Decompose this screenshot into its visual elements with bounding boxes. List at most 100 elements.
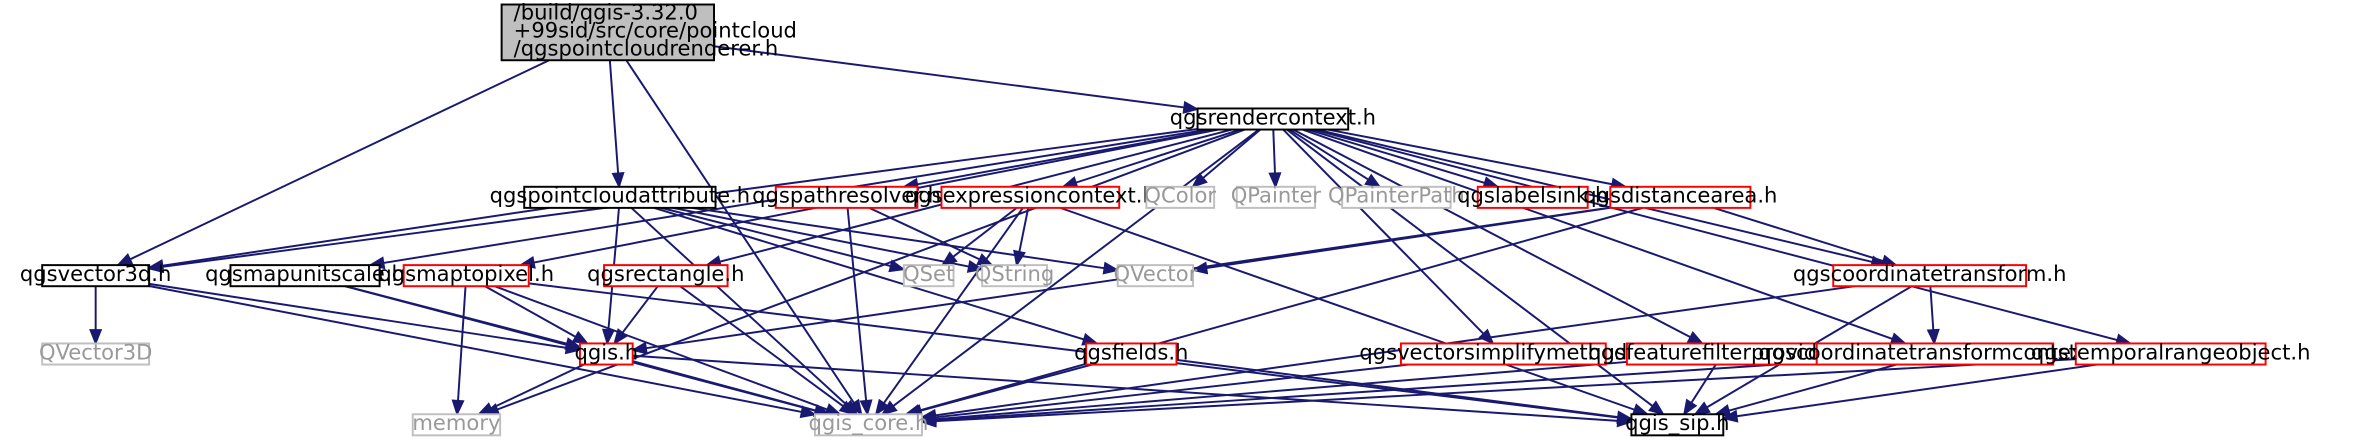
edge-line — [661, 206, 891, 267]
node-fields[interactable]: qgsfields.h — [1074, 339, 1188, 366]
edge-temporal-to-qgiscore — [919, 358, 2076, 428]
edge-line — [162, 206, 550, 267]
edge-rendercontext-to-vecsimplify — [1282, 128, 1495, 345]
node-mapunitscale[interactable]: qgsmapunitscale.h — [205, 261, 405, 288]
edge-line — [625, 59, 855, 404]
node-box — [1085, 342, 1178, 366]
edge-exprcontext-to-qgiscore — [874, 207, 1024, 416]
node-labelsink[interactable]: qgslabelsink.h — [1457, 183, 1608, 209]
edge-line — [935, 285, 1855, 417]
arrowhead — [613, 328, 629, 346]
node-qvector[interactable]: QVector — [1114, 261, 1198, 288]
node-label: +99sid/src/core/pointcloud — [514, 18, 797, 43]
node-box — [500, 3, 715, 62]
edge-line — [1176, 358, 1619, 419]
node-qpainterpath[interactable]: QPainterPath — [1328, 183, 1465, 209]
node-temporal[interactable]: qgstemporalrangeobject.h — [2031, 339, 2311, 366]
node-ctcontext[interactable]: qgscoordinatetransformcontext.h — [1758, 339, 2111, 366]
node-rendercontext[interactable]: qgsrendercontext.h — [1170, 104, 1376, 131]
edge-line — [1929, 286, 1935, 330]
node-label: QPainterPath — [1328, 183, 1465, 208]
node-rectangle[interactable]: qgsrectangle.h — [587, 261, 744, 288]
node-layer: /build/qgis-3.32.0+99sid/src/core/pointc… — [20, 0, 2311, 437]
node-vecsimplify[interactable]: qgsvectorsimplifymethod.h — [1359, 339, 1647, 366]
node-box — [902, 264, 955, 288]
node-label: qgsrendercontext.h — [1170, 104, 1376, 129]
node-label: qgsrectangle.h — [587, 261, 744, 286]
edge-line — [935, 360, 1817, 422]
node-label: qgspointcloudattribute.h — [490, 183, 751, 208]
edge-line — [1690, 364, 1717, 404]
node-label: /qgspointcloudrenderer.h — [514, 36, 779, 61]
node-featfilter[interactable]: qgsfeaturefilterprovider.h — [1588, 339, 1857, 366]
edge-line — [846, 207, 868, 401]
edge-line — [917, 128, 1216, 186]
node-qvector3d[interactable]: QVector3D — [39, 339, 152, 366]
edge-layer — [89, 45, 2133, 428]
node-box — [523, 185, 717, 209]
node-box — [940, 185, 1121, 209]
node-distancearea[interactable]: qgsdistancearea.h — [1583, 183, 1777, 209]
edge-root-to-vector3d — [116, 59, 550, 266]
edge-rectangle-to-qgis — [613, 285, 659, 346]
node-label: qgsfeaturefilterprovider.h — [1588, 339, 1857, 364]
node-root: /build/qgis-3.32.0+99sid/src/core/pointc… — [500, 0, 797, 62]
node-qcolor[interactable]: QColor — [1144, 183, 1216, 209]
edge-line — [484, 285, 577, 338]
node-label: QColor — [1144, 183, 1216, 208]
edge-featfilter-to-qgissip — [1682, 364, 1717, 416]
edge-fields-to-qgissip — [1176, 358, 1634, 424]
edge-line — [1075, 128, 1241, 184]
node-coordtransform[interactable]: qgscoordinatetransform.h — [1793, 261, 2067, 288]
edge-exprcontext-to-qgissip — [1060, 206, 1650, 416]
edge-line — [494, 285, 828, 411]
edge-line — [868, 206, 981, 261]
node-box — [1630, 413, 1725, 437]
edge-line — [1292, 128, 1691, 339]
edge-rendercontext-to-ctcontext — [1302, 128, 1908, 345]
node-box — [1815, 342, 2055, 366]
edge-qgis-to-memory — [476, 363, 585, 416]
edge-line — [129, 59, 550, 261]
edge-rendercontext-to-qpainter — [1268, 129, 1282, 189]
arrowhead — [611, 172, 625, 189]
node-exprcontext[interactable]: qgsexpressioncontext.h — [905, 183, 1156, 209]
edge-line — [1018, 207, 1030, 253]
arrowhead — [1191, 172, 1208, 189]
edge-line — [1272, 129, 1276, 174]
node-box — [1476, 185, 1589, 209]
edge-line — [1713, 206, 1884, 262]
edge-qgis-to-qgiscore — [632, 360, 832, 417]
node-maptopixel[interactable]: qgsmaptopixel.h — [378, 261, 554, 288]
edge-rendercontext-to-qpainterpath — [1288, 128, 1382, 188]
node-vector3d[interactable]: qgsvector3d.h — [20, 261, 171, 288]
node-qset[interactable]: QSet — [902, 261, 955, 288]
edge-rendercontext-to-qcolor — [1191, 128, 1262, 189]
node-qgis[interactable]: qgis.h — [574, 339, 638, 366]
node-qgiscore[interactable]: qgis_core.h — [808, 410, 928, 437]
node-qstring[interactable]: QString — [975, 261, 1055, 288]
node-qgissip[interactable]: qgis_sip.h — [1625, 410, 1730, 437]
edge-line — [935, 358, 2076, 423]
arrowhead — [859, 399, 873, 417]
node-memory[interactable]: memory — [411, 410, 502, 437]
edge-line — [1202, 128, 1262, 179]
edge-pathresolver-to-qgiscore — [846, 207, 873, 417]
edge-line — [528, 282, 1619, 419]
edge-root-to-rendercontext — [713, 45, 1200, 114]
node-label: QVector3D — [39, 339, 152, 364]
edge-line — [1316, 128, 1873, 263]
node-qpainter[interactable]: QPainter — [1231, 183, 1322, 209]
edge-temporal-to-qgissip — [1721, 363, 2098, 423]
edge-line — [1282, 128, 1485, 335]
edge-line — [457, 286, 467, 401]
arrowhead — [919, 414, 937, 428]
edge-line — [691, 206, 1105, 270]
arrowhead — [1013, 249, 1026, 268]
node-label: /build/qgis-3.32.0 — [514, 0, 698, 25]
node-pcattr[interactable]: qgspointcloudattribute.h — [490, 183, 751, 209]
arrowhead — [1926, 328, 1940, 346]
edge-line — [1288, 128, 1369, 181]
node-pathresolver[interactable]: qgspathresolver.h — [752, 183, 941, 209]
